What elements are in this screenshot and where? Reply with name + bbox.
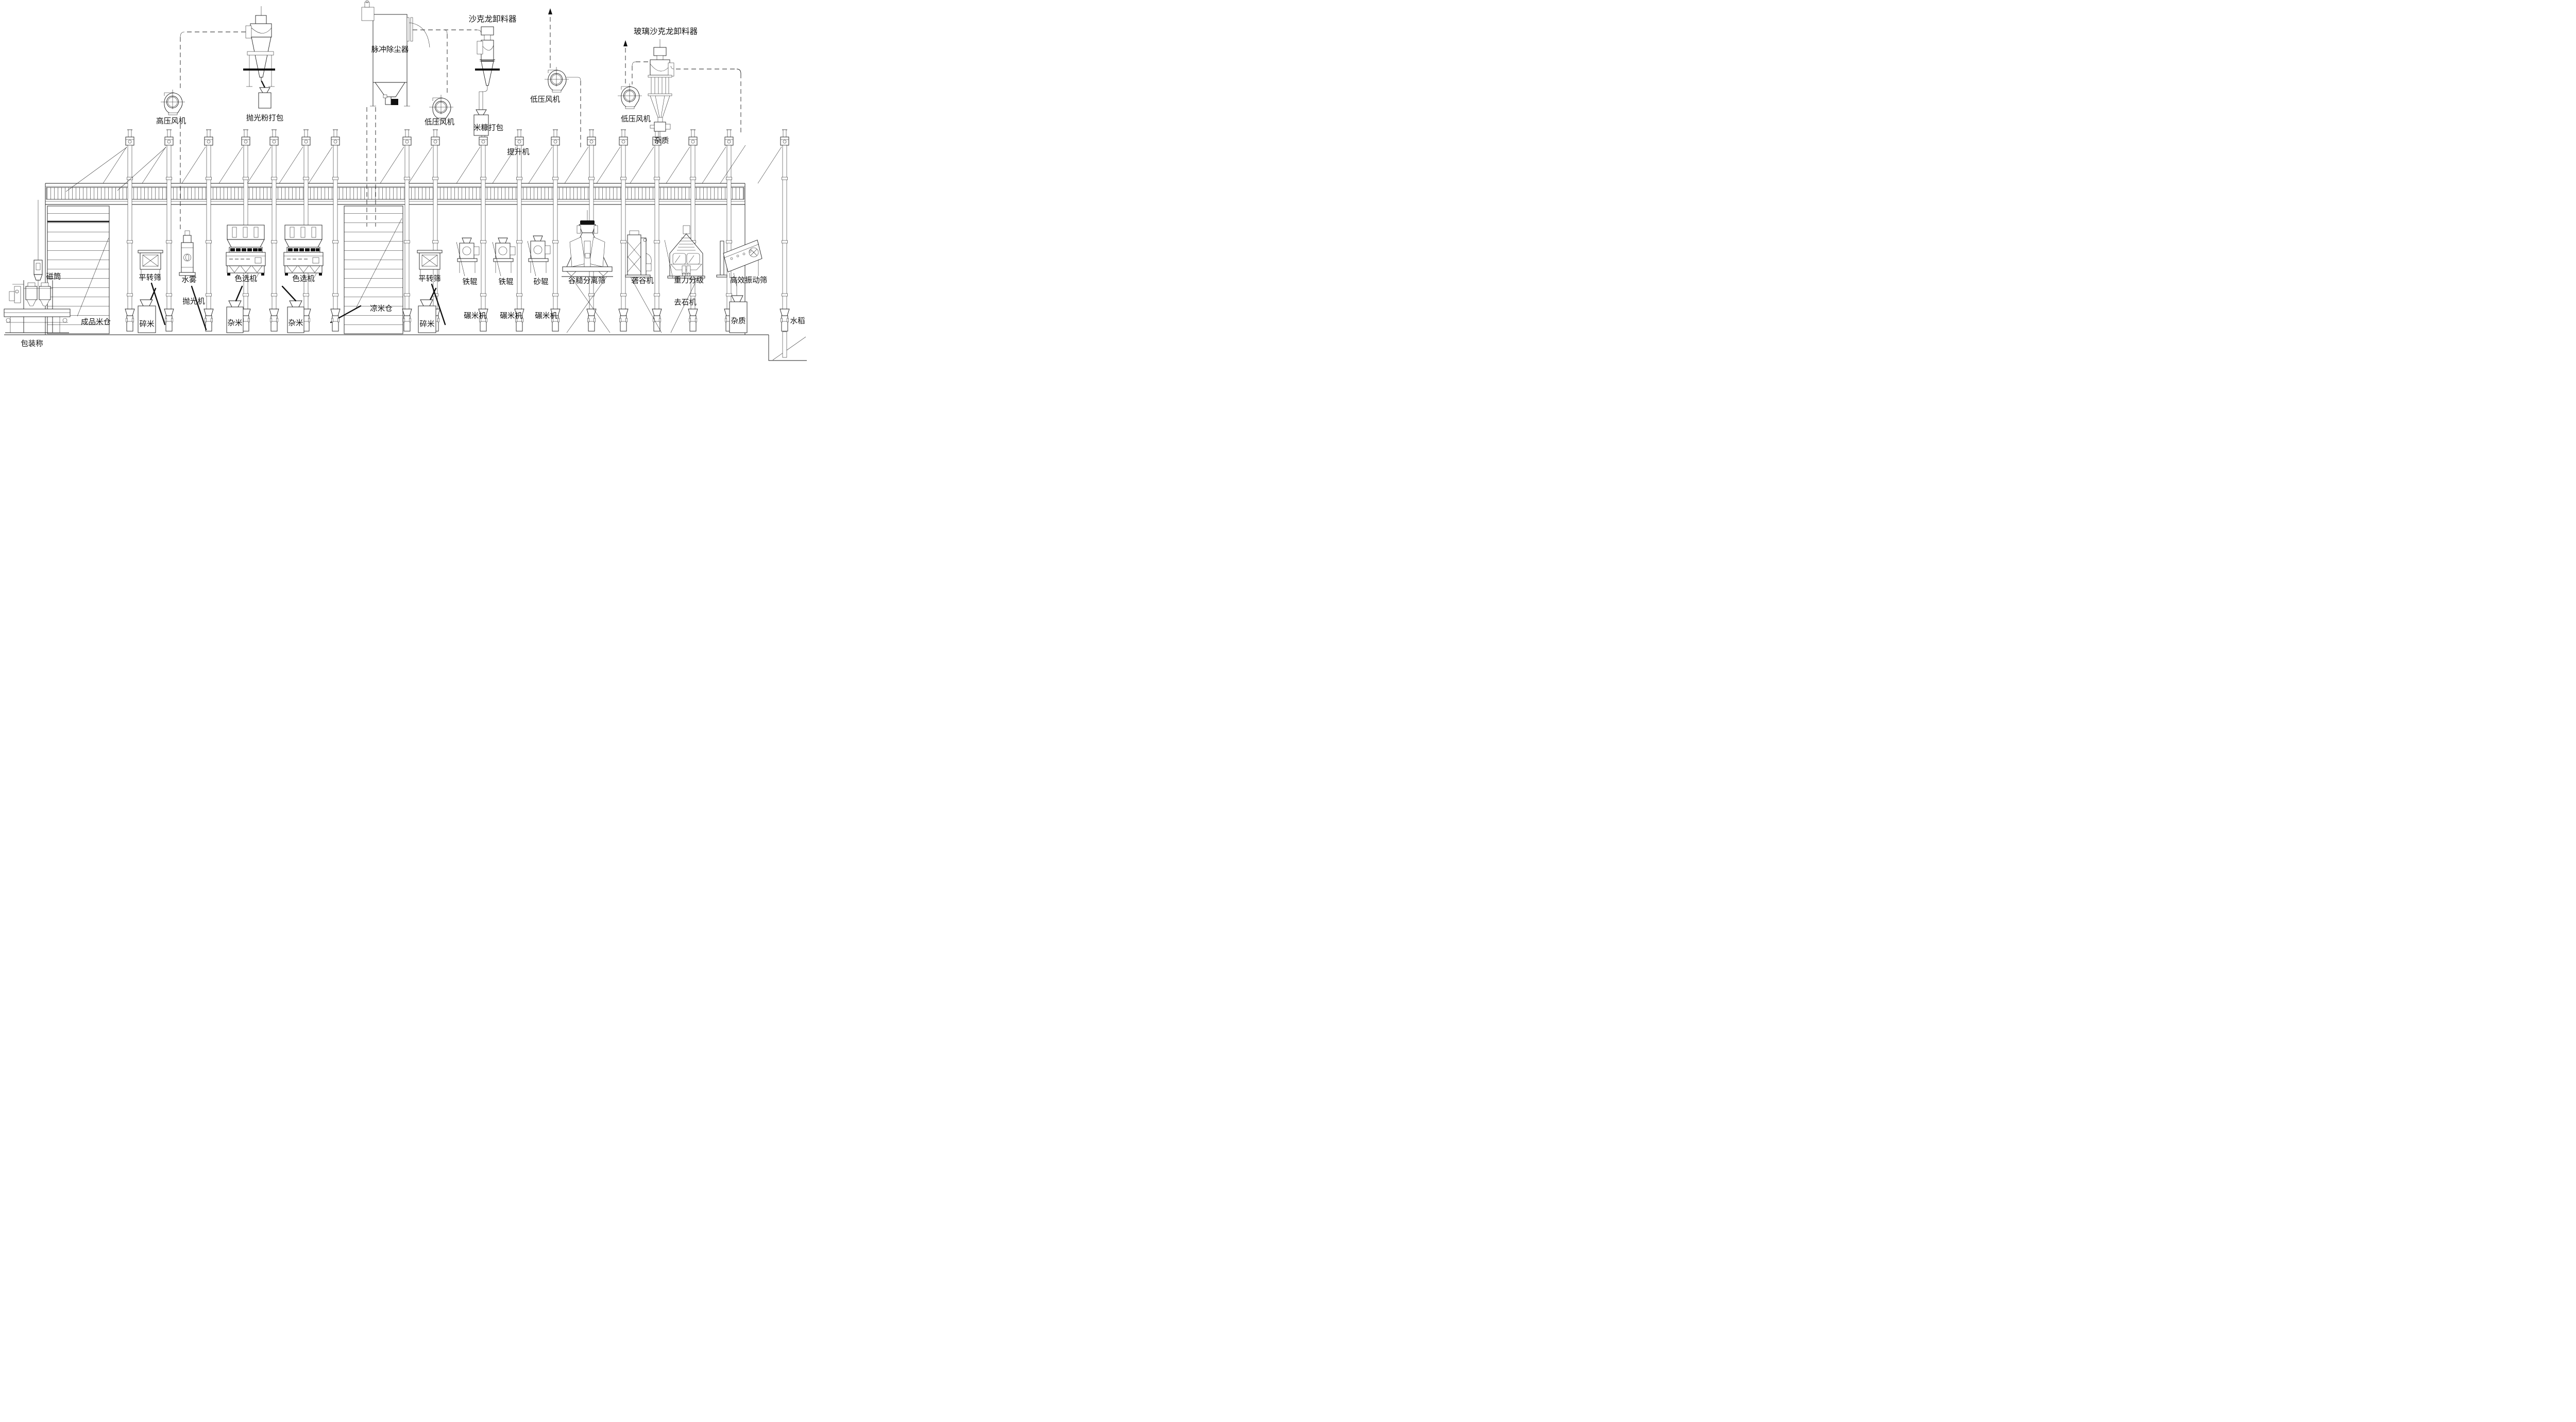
bucket-elevator xyxy=(596,129,629,332)
rice-mill-flow-diagram: 提升机 抛光粉打包 高压风机 xyxy=(0,0,808,369)
high-pressure-fan xyxy=(160,89,185,115)
broken-rice-2-label: 碎米 xyxy=(420,320,435,329)
mixed-rice-1-label: 杂米 xyxy=(228,319,243,328)
broken-rice-bag-1 xyxy=(138,287,157,333)
broken-rice-bag-2 xyxy=(418,287,437,333)
packing-scale xyxy=(4,280,71,333)
walkway-conveyor xyxy=(45,183,745,205)
cyclone-unloader xyxy=(475,26,500,110)
rice-mill-1-label: 碾米机 xyxy=(464,312,486,320)
mixed-rice-2-label: 杂米 xyxy=(289,319,303,328)
color-sorter-1 xyxy=(226,225,266,283)
paddy-separator-label: 谷糙分离筛 xyxy=(568,277,606,285)
elevator-label: 提升机 xyxy=(507,148,530,157)
gravity-destoner-label-2: 去石机 xyxy=(674,298,697,307)
rice-mill-iron-1 xyxy=(456,237,480,277)
low-pressure-fan-1-label: 低压风机 xyxy=(425,118,454,127)
paddy-separator xyxy=(562,210,613,333)
paddy-elevator-extension xyxy=(720,145,787,358)
duct-glass-cyclone xyxy=(632,61,741,133)
polishing-powder-packing-label: 抛光粉打包 xyxy=(246,114,284,123)
duct-polisher-fan-cyclone xyxy=(180,31,246,230)
diagram-canvas: 提升机 抛光粉打包 高压风机 xyxy=(4,0,807,361)
iron-roller-1-label: 铁辊 xyxy=(463,278,478,286)
duct-collector-fan-cyclone xyxy=(413,29,482,93)
paddy-intake-pit xyxy=(768,335,807,361)
gravity-destoner-label-1: 重力分级 xyxy=(674,276,704,285)
low-pressure-fan-2 xyxy=(544,8,581,150)
finished-rice-bin-label: 成品米仓 xyxy=(81,318,111,327)
rice-mill-sand xyxy=(527,235,551,277)
bran-packing-bag xyxy=(473,109,489,136)
bucket-elevator xyxy=(456,129,488,332)
bucket-elevator xyxy=(528,129,561,332)
polishing-powder-packing-bag xyxy=(258,87,272,109)
paddy-husker xyxy=(625,230,662,333)
broken-rice-1-label: 碎米 xyxy=(140,320,155,329)
impurities-bottom-label: 杂质 xyxy=(731,317,746,325)
glass-cyclone-unloader xyxy=(648,39,674,137)
magnetic-cylinder-label: 磁筒 xyxy=(46,272,61,281)
low-pressure-fan-1 xyxy=(429,94,454,121)
gravity-destoner xyxy=(664,225,705,333)
impurities-bag xyxy=(729,278,748,333)
sand-roller-label: 砂辊 xyxy=(534,278,549,286)
color-sorter-2-label: 色选机 xyxy=(292,275,315,283)
rice-mill-2-label: 碾米机 xyxy=(500,312,522,320)
paddy-rice-label: 水稻 xyxy=(790,317,805,325)
polishing-cyclone xyxy=(243,6,275,89)
mist-polisher xyxy=(179,230,207,331)
bucket-elevators xyxy=(65,129,790,358)
rice-mill-iron-2 xyxy=(492,237,516,277)
packing-scale-label: 包装称 xyxy=(21,339,43,348)
low-pressure-fan-3 xyxy=(617,40,642,109)
rotary-sifter-2 xyxy=(417,250,446,325)
glass-cyclone-unloader-label: 玻璃沙克龙卸料器 xyxy=(634,27,698,36)
low-pressure-fan-2-label: 低压风机 xyxy=(530,95,560,104)
low-pressure-fan-3-label: 低压风机 xyxy=(621,115,651,124)
magnetic-cylinder xyxy=(33,200,43,281)
iron-roller-2-label: 铁辊 xyxy=(499,278,514,286)
rotary-sifter-1-label: 平转筛 xyxy=(139,273,161,282)
bucket-elevator xyxy=(702,129,734,332)
color-sorter-2 xyxy=(283,225,324,283)
pulse-dust-collector-label: 脉冲除尘器 xyxy=(371,45,409,54)
vibrating-screen-label: 高效振动筛 xyxy=(730,276,768,285)
pulse-dust-collector xyxy=(361,0,430,107)
rotary-sifter-1 xyxy=(138,250,166,325)
cooling-rice-bin xyxy=(330,205,403,334)
mixed-rice-bag-1 xyxy=(226,285,244,333)
color-sorter-1-label: 色选机 xyxy=(234,275,257,283)
rotary-sifter-2-label: 平转筛 xyxy=(418,275,441,283)
cooling-rice-bin-label: 凉米仓 xyxy=(370,304,393,313)
bran-packing-label: 米糠打包 xyxy=(473,123,503,132)
mist-polisher-label-1: 水雾 xyxy=(182,276,197,284)
vibrating-screen xyxy=(716,239,762,287)
cyclone-unloader-label: 沙克龙卸料器 xyxy=(468,14,517,24)
high-pressure-fan-label: 高压风机 xyxy=(156,117,186,126)
mist-polisher-label-2: 抛光机 xyxy=(182,297,205,306)
impurities-top-label: 杂质 xyxy=(654,136,669,145)
bucket-elevator xyxy=(630,129,662,332)
aspiration-mains xyxy=(366,107,376,227)
bucket-elevator xyxy=(492,129,524,332)
bucket-elevator xyxy=(757,129,790,332)
mixed-rice-bag-2 xyxy=(281,285,304,333)
rice-mill-3-label: 碾米机 xyxy=(535,312,557,320)
paddy-husker-label: 砻谷机 xyxy=(631,277,654,285)
